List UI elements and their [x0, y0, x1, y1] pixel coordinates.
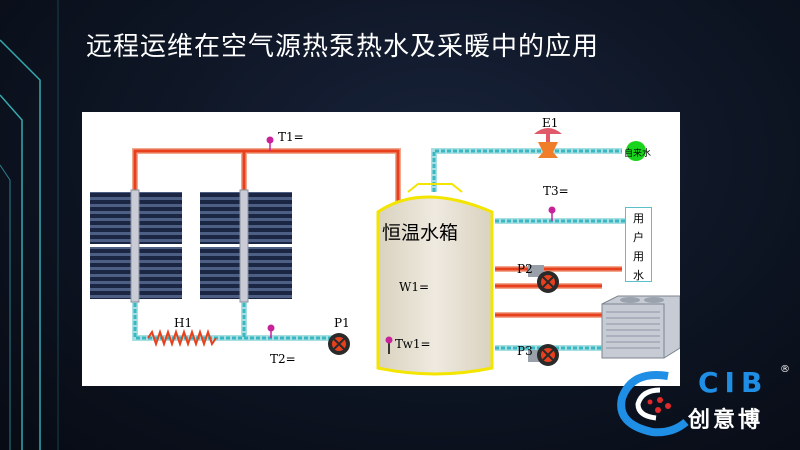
sensor-markers — [266, 136, 556, 354]
company-logo: CIB ® 创意博 — [612, 362, 800, 442]
logo-en-text: CIB — [698, 366, 769, 399]
pump-p3-label: P3 — [517, 344, 533, 358]
sensor-t2-label: T2= — [270, 352, 296, 366]
air-source-heat-pump-unit — [601, 295, 680, 359]
cold-pipes — [132, 148, 625, 351]
solar-collector-right — [200, 189, 292, 303]
constant-temperature-tank — [376, 183, 494, 376]
system-diagram — [90, 128, 680, 376]
sensor-t3-label: T3= — [543, 184, 569, 198]
pump-p1 — [328, 333, 350, 355]
pump-p2-label: P2 — [517, 262, 533, 276]
user-water-char: 用 — [633, 212, 644, 225]
heater-coil — [147, 328, 217, 348]
water-supply-label: 自来水 — [624, 149, 652, 159]
user-water-char: 用 — [633, 250, 644, 263]
water-supply-indicator — [626, 141, 646, 161]
user-water-char: 水 — [633, 269, 644, 282]
pump-p3 — [528, 344, 559, 366]
solar-collector-left — [90, 189, 182, 303]
logo-cn-text: 创意博 — [688, 408, 764, 433]
valve-e1 — [534, 128, 562, 158]
pump-p1-label: P1 — [334, 316, 350, 330]
tank-label: 恒温水箱 — [382, 222, 459, 244]
sensor-tw1-label: Tw1= — [395, 337, 431, 351]
slide-title: 远程运维在空气源热泵热水及采暖中的应用 — [86, 32, 600, 62]
user-water-char: 户 — [633, 231, 644, 244]
valve-e1-label: E1 — [542, 116, 559, 130]
sensor-t1-label: T1= — [278, 130, 304, 144]
user-water-box: 用 户 用 水 — [625, 207, 652, 282]
pump-p2 — [528, 265, 559, 293]
logo-registered-mark: ® — [780, 364, 790, 375]
logo-mark — [617, 371, 689, 437]
sensor-w1-label: W1= — [399, 280, 430, 294]
heater-h1-label: H1 — [174, 316, 193, 330]
system-diagram-panel: 恒温水箱 T1= T2= T3= W1= Tw1= P1 P2 P3 H1 E1… — [82, 112, 680, 386]
